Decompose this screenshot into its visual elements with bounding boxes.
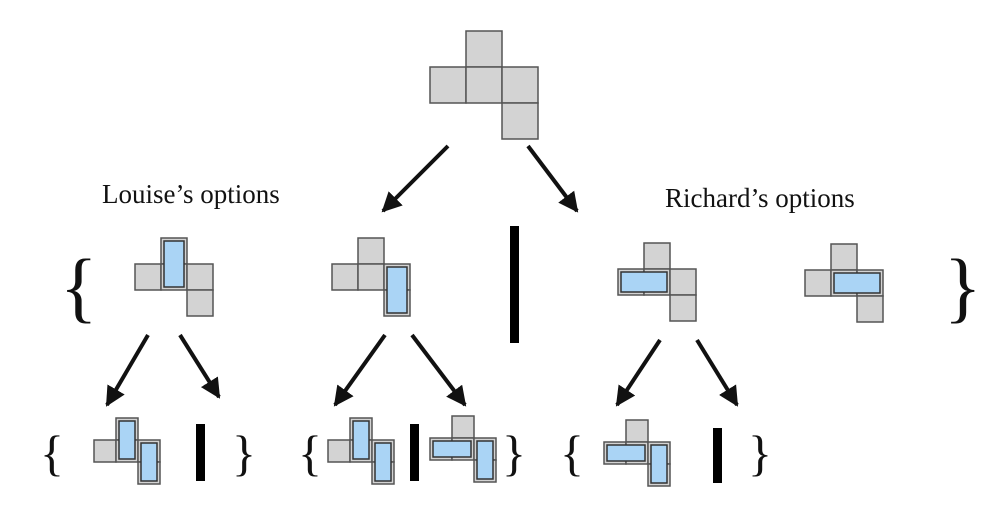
open-brace-bottom-2: {	[298, 425, 322, 481]
domino-vertical	[163, 240, 185, 288]
cell	[643, 242, 671, 270]
separator-bar-bottom-2	[410, 424, 419, 481]
cell	[669, 294, 697, 322]
domino-horizontal	[833, 272, 881, 294]
bottom-position-4	[603, 419, 671, 487]
cell	[465, 30, 503, 68]
domino-vertical	[650, 444, 668, 484]
cell	[186, 263, 214, 291]
domino-horizontal	[432, 440, 472, 458]
cell	[429, 66, 467, 104]
separator-bar-main	[510, 226, 519, 343]
cell	[93, 439, 117, 463]
close-brace-bottom-1: }	[232, 425, 256, 481]
domino-vertical	[140, 442, 158, 482]
separator-bar-bottom-1	[196, 424, 205, 481]
bottom-position-3	[429, 415, 497, 483]
domino-horizontal	[620, 271, 668, 293]
cell	[625, 419, 649, 443]
arrow-l1-to-bl2	[178, 333, 221, 399]
richard-option-2	[804, 243, 884, 323]
cell	[856, 295, 884, 323]
domino-vertical	[374, 442, 392, 482]
bottom-position-2	[327, 417, 395, 485]
domino-vertical	[476, 440, 494, 480]
close-brace-bottom-2: }	[502, 425, 526, 481]
open-brace-left: {	[60, 243, 97, 330]
cell	[451, 415, 475, 439]
domino-vertical	[118, 420, 136, 460]
louise-options-label: Louise’s options	[102, 179, 280, 209]
root-position	[429, 30, 539, 140]
louise-option-1	[134, 237, 214, 317]
domino-horizontal	[606, 444, 646, 462]
arrow-l2-to-bl3	[333, 333, 387, 407]
arrow-r1-to-br1	[615, 338, 662, 407]
cell	[804, 269, 832, 297]
bottom-position-1	[93, 417, 161, 485]
cell	[357, 263, 385, 291]
arrow-l2-to-bl4	[410, 333, 467, 407]
arrow-r1-to-br2	[695, 338, 739, 407]
domino-vertical	[352, 420, 370, 460]
close-brace-right: }	[944, 243, 981, 330]
cell	[327, 439, 351, 463]
open-brace-bottom-3: {	[560, 425, 584, 481]
arrow-root-to-right	[526, 144, 579, 213]
arrow-root-to-left	[381, 144, 450, 213]
arrow-l1-to-bl1	[105, 333, 150, 407]
cell	[501, 102, 539, 140]
cell	[186, 289, 214, 317]
cell	[134, 263, 162, 291]
richard-option-1	[617, 242, 697, 322]
cell	[501, 66, 539, 104]
close-brace-bottom-3: }	[748, 425, 772, 481]
open-brace-bottom-1: {	[40, 425, 64, 481]
domino-vertical	[386, 266, 408, 314]
cell	[669, 268, 697, 296]
cell	[357, 237, 385, 265]
richard-options-label: Richard’s options	[665, 183, 855, 213]
cell	[465, 66, 503, 104]
separator-bar-bottom-3	[713, 428, 722, 483]
cell	[830, 243, 858, 271]
cell	[331, 263, 359, 291]
louise-option-2	[331, 237, 411, 317]
